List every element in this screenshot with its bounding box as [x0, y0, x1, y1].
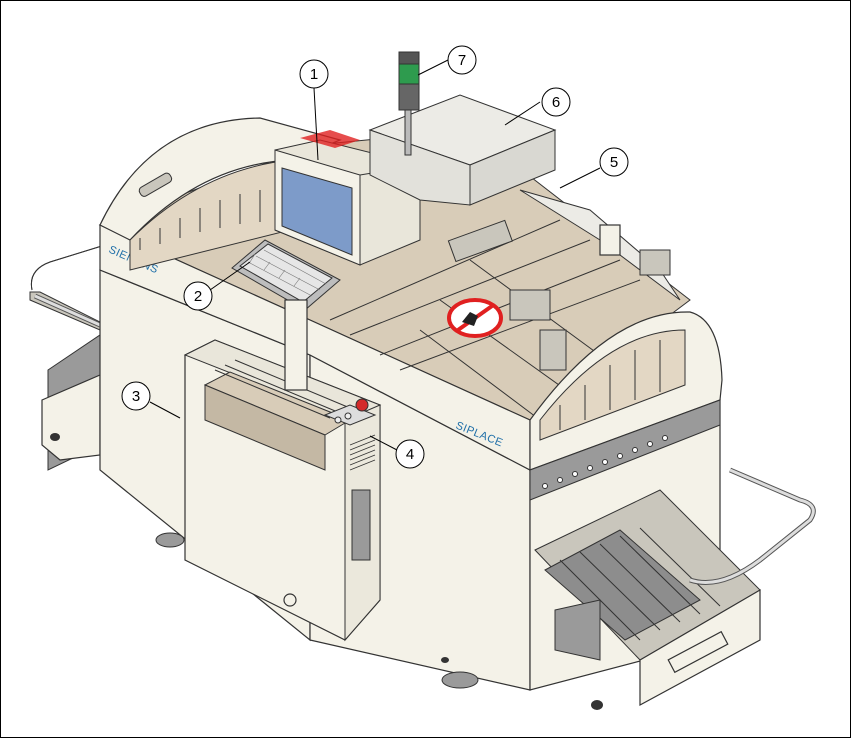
- callout-1: 1: [300, 60, 328, 88]
- callout-5: 5: [600, 148, 628, 176]
- callout-3: 3: [122, 382, 150, 410]
- callout-4-label: 4: [406, 446, 414, 463]
- callout-7: 7: [448, 46, 476, 74]
- callout-6: 6: [542, 88, 570, 116]
- callout-6-label: 6: [552, 94, 560, 111]
- emergency-stop-icon: [356, 399, 368, 411]
- signal-light-green: [399, 64, 419, 84]
- callout-1-label: 1: [310, 66, 318, 83]
- left-wire-rack: [30, 245, 105, 470]
- callout-2-label: 2: [194, 288, 202, 305]
- callout-4: 4: [396, 440, 424, 468]
- callout-3-label: 3: [132, 388, 140, 405]
- callout-7-label: 7: [458, 52, 466, 69]
- callout-5-label: 5: [610, 154, 618, 171]
- callout-2: 2: [184, 282, 212, 310]
- no-hand-icon: [449, 300, 501, 336]
